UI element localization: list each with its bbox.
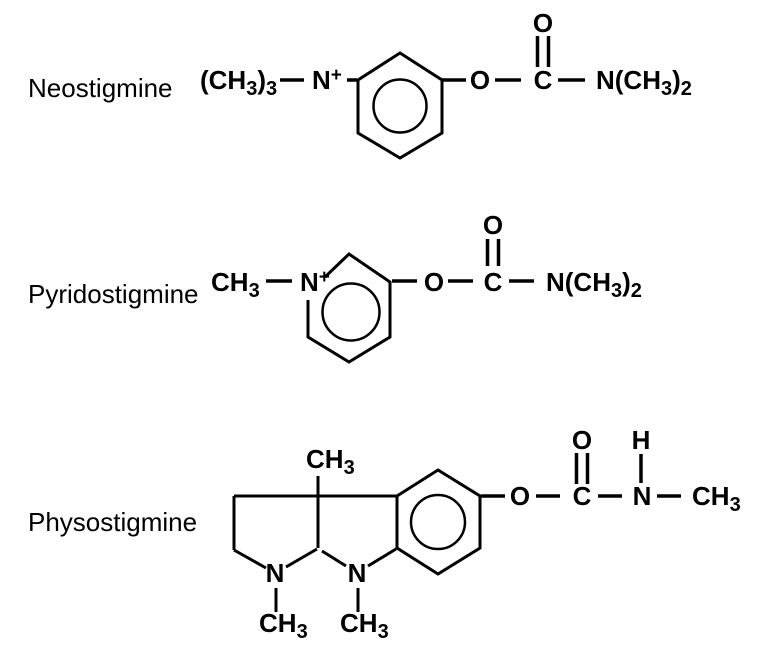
pyrrolidine-nitrogen: N bbox=[266, 558, 285, 588]
quaternary-nitrogen: N+ bbox=[312, 65, 342, 95]
ester-oxygen: O bbox=[424, 267, 444, 297]
bond bbox=[367, 547, 397, 568]
bond bbox=[285, 547, 318, 569]
n-methyl-group: CH3 bbox=[211, 267, 260, 302]
amide-hydrogen: H bbox=[632, 425, 651, 455]
physostigmine-label: Physostigmine bbox=[28, 507, 197, 537]
carbonyl-oxygen: O bbox=[572, 425, 592, 455]
neostigmine-structure: Neostigmine (CH3)3 N+ O C O N(CH3)2 bbox=[28, 8, 692, 160]
bond bbox=[233, 548, 267, 570]
n-methyl-group: CH3 bbox=[692, 481, 741, 516]
ester-oxygen: O bbox=[510, 481, 530, 511]
pyridinium-nitrogen: N+ bbox=[300, 267, 330, 297]
aromatic-circle bbox=[409, 493, 467, 551]
amide-nitrogen: N bbox=[633, 481, 652, 511]
carbonyl-carbon: C bbox=[484, 267, 503, 297]
dimethylamino-group: N(CH3)2 bbox=[596, 65, 692, 100]
carbonyl-carbon: C bbox=[534, 65, 553, 95]
pyridostigmine-structure: Pyridostigmine CH3 N+ O C O N(CH3)2 bbox=[28, 210, 642, 364]
physostigmine-structure: Physostigmine CH3 N N CH3 CH3 O C N CH3 … bbox=[28, 425, 741, 643]
left-n-methyl-group: CH3 bbox=[259, 608, 308, 643]
benzene-ring bbox=[395, 468, 482, 576]
ester-oxygen: O bbox=[470, 65, 490, 95]
dimethylamino-group: N(CH3)2 bbox=[546, 267, 642, 302]
carbonyl-oxygen: O bbox=[533, 8, 553, 38]
bond bbox=[321, 549, 347, 568]
aromatic-circle bbox=[321, 282, 381, 342]
carbonyl-carbon: C bbox=[573, 481, 592, 511]
angular-methyl-group: CH3 bbox=[306, 444, 355, 479]
benzene-ring bbox=[356, 51, 444, 160]
pyridinium-ring bbox=[306, 252, 392, 364]
aromatic-circle bbox=[372, 78, 428, 134]
pyridostigmine-label: Pyridostigmine bbox=[28, 279, 199, 309]
carbonyl-oxygen: O bbox=[483, 210, 503, 240]
trimethyl-ammonium-group: (CH3)3 bbox=[200, 65, 277, 100]
neostigmine-label: Neostigmine bbox=[28, 73, 173, 103]
right-n-methyl-group: CH3 bbox=[340, 608, 389, 643]
indoline-nitrogen: N bbox=[348, 558, 367, 588]
